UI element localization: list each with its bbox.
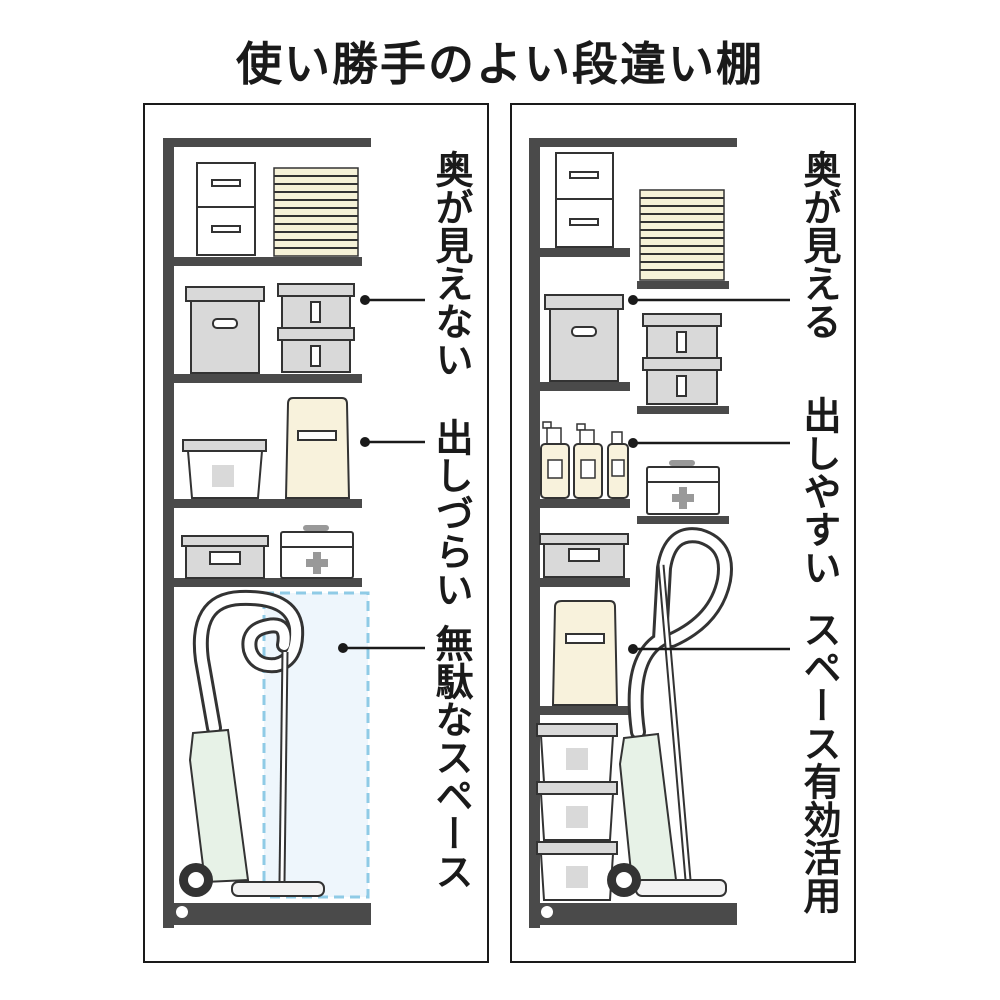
right-storage-box xyxy=(544,294,624,382)
label-text: 無駄なスペース xyxy=(428,624,473,890)
left-storage-box xyxy=(185,286,265,374)
left-label-cannot-see-back: 奥が見えない xyxy=(428,150,473,378)
label-text: 奥が見える xyxy=(796,150,841,340)
label-text: 出しづらい xyxy=(428,418,473,608)
right-label-effective-space: スペース有効活用 xyxy=(796,610,841,914)
right-spray-bottles xyxy=(540,421,629,499)
left-paper-stack xyxy=(273,167,359,257)
left-cabinet xyxy=(163,138,425,928)
left-stacked-drawers xyxy=(196,162,256,256)
left-small-box xyxy=(181,535,269,579)
left-cream-container xyxy=(284,397,351,499)
left-pointers xyxy=(338,295,425,653)
label-text: スペース有効活用 xyxy=(796,610,841,914)
right-pointers xyxy=(628,295,790,654)
left-label-wasted-space: 無駄なスペース xyxy=(428,624,473,890)
right-cream-container xyxy=(551,600,619,706)
right-cabinet xyxy=(529,138,790,928)
right-label-easy-to-take-out: 出しやすい xyxy=(796,396,841,586)
right-small-box xyxy=(539,533,629,578)
page-title: 使い勝手のよい段違い棚 xyxy=(236,37,764,91)
right-paper-stack xyxy=(639,189,725,281)
left-vacuum-cleaner xyxy=(179,589,325,897)
label-text: 出しやすい xyxy=(796,396,841,586)
right-stacked-drawers xyxy=(555,152,614,248)
right-first-aid-box xyxy=(646,460,720,515)
label-text: 奥が見えない xyxy=(428,150,473,378)
right-stacked-boxes xyxy=(642,313,722,405)
left-label-hard-to-take-out: 出しづらい xyxy=(428,418,473,608)
left-bin xyxy=(182,439,267,499)
right-label-can-see-back: 奥が見える xyxy=(796,150,841,340)
right-vacuum-cleaner xyxy=(607,527,733,897)
right-stacked-bins xyxy=(536,723,618,901)
left-stacked-boxes xyxy=(277,283,355,373)
left-first-aid-box xyxy=(280,525,354,579)
